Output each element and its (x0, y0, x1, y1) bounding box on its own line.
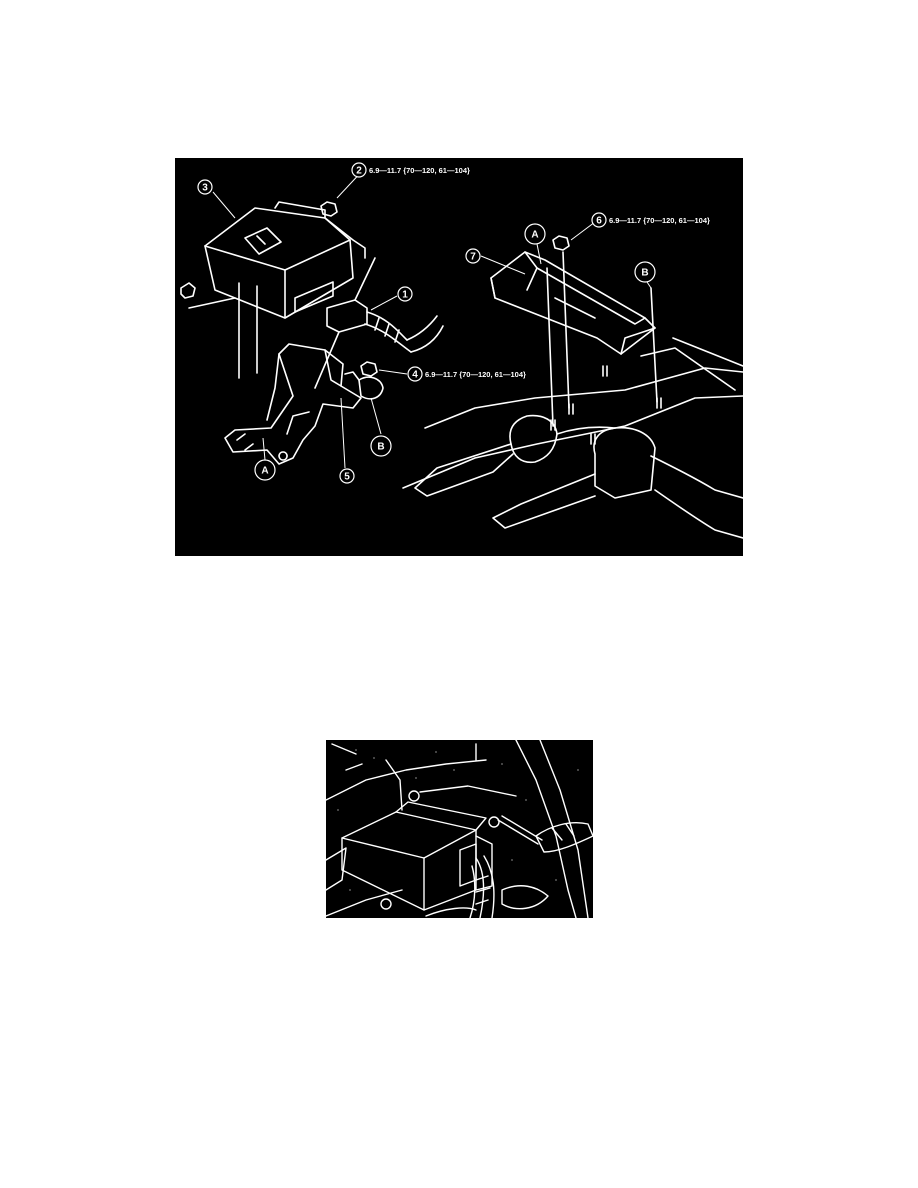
installed-module-illustration (326, 740, 593, 918)
floor-studs-drawing (550, 365, 662, 445)
installed-module-svg (326, 740, 593, 918)
callout-circle-7 (465, 248, 481, 264)
bolt-left-drawing (180, 282, 236, 309)
callout-label-2: 2 (356, 166, 362, 177)
hand-tool-drawing (497, 815, 593, 853)
callout-label-7: 7 (470, 252, 476, 263)
exploded-diagram-svg: 2 3 1 4 5 6 7 A B A B 6.9—11.7 {70—120, … (180, 162, 743, 539)
leader-7 (480, 255, 526, 275)
stud-line-b-right (650, 287, 658, 403)
bracket-drawing (224, 343, 384, 465)
callout-circle-5 (339, 468, 355, 484)
stud-line-6 (562, 251, 570, 409)
callout-circle-3 (197, 179, 213, 195)
letter-label-b-left: B (377, 442, 384, 453)
leader-b-left (370, 397, 382, 435)
callout-circle-b-right (634, 261, 656, 283)
module-nut-drawing (380, 790, 500, 910)
callout-circle-a-right (524, 223, 546, 245)
leader-1 (370, 295, 398, 311)
leader-a-left (262, 437, 266, 461)
callout-label-6: 6 (596, 216, 602, 227)
nut-6-drawing (552, 235, 570, 251)
callout-label-3: 3 (202, 183, 208, 194)
leader-6 (570, 221, 596, 241)
exploded-diagram-figure: 2 3 1 4 5 6 7 A B A B 6.9—11.7 {70—120, … (175, 158, 743, 556)
leader-b-right (646, 281, 652, 289)
callout-circle-b-left (370, 435, 392, 457)
module-box-drawing (341, 801, 493, 911)
harness-connector-drawing (314, 257, 444, 389)
callout-label-4: 4 (412, 370, 418, 381)
callout-circle-1 (397, 286, 413, 302)
letter-label-a-right: A (531, 230, 538, 241)
callout-circle-a-left (254, 459, 276, 481)
letter-label-b-right: B (641, 268, 648, 279)
leader-3 (212, 191, 236, 219)
vehicle-floor-drawing (402, 337, 743, 539)
floor-curve-drawing (425, 885, 549, 917)
torque-spec-nut-4: 6.9—11.7 {70—120, 61—104} (425, 370, 526, 379)
callout-label-5: 5 (344, 472, 350, 483)
leader-4 (378, 369, 408, 375)
wire-harness-drawing (469, 855, 495, 918)
torque-spec-nut-2: 6.9—11.7 {70—120, 61—104} (369, 166, 470, 175)
nut-4-drawing (360, 361, 378, 377)
vehicle-structure-drawing (326, 740, 589, 918)
callout-circle-6 (591, 212, 607, 228)
leader-a-right (536, 243, 542, 265)
callout-circle-2 (351, 162, 367, 178)
callout-circle-4 (407, 366, 423, 382)
torque-spec-nut-6: 6.9—11.7 {70—120, 61—104} (609, 216, 710, 225)
callout-label-1: 1 (402, 290, 408, 301)
tray-drawing (490, 251, 656, 355)
photo-texture-speckle (337, 749, 579, 891)
leader-5 (340, 397, 346, 469)
control-module-drawing (204, 201, 366, 319)
nut-2-drawing (320, 201, 338, 217)
stud-line-a-right (546, 267, 554, 427)
letter-label-a-left: A (261, 466, 268, 477)
